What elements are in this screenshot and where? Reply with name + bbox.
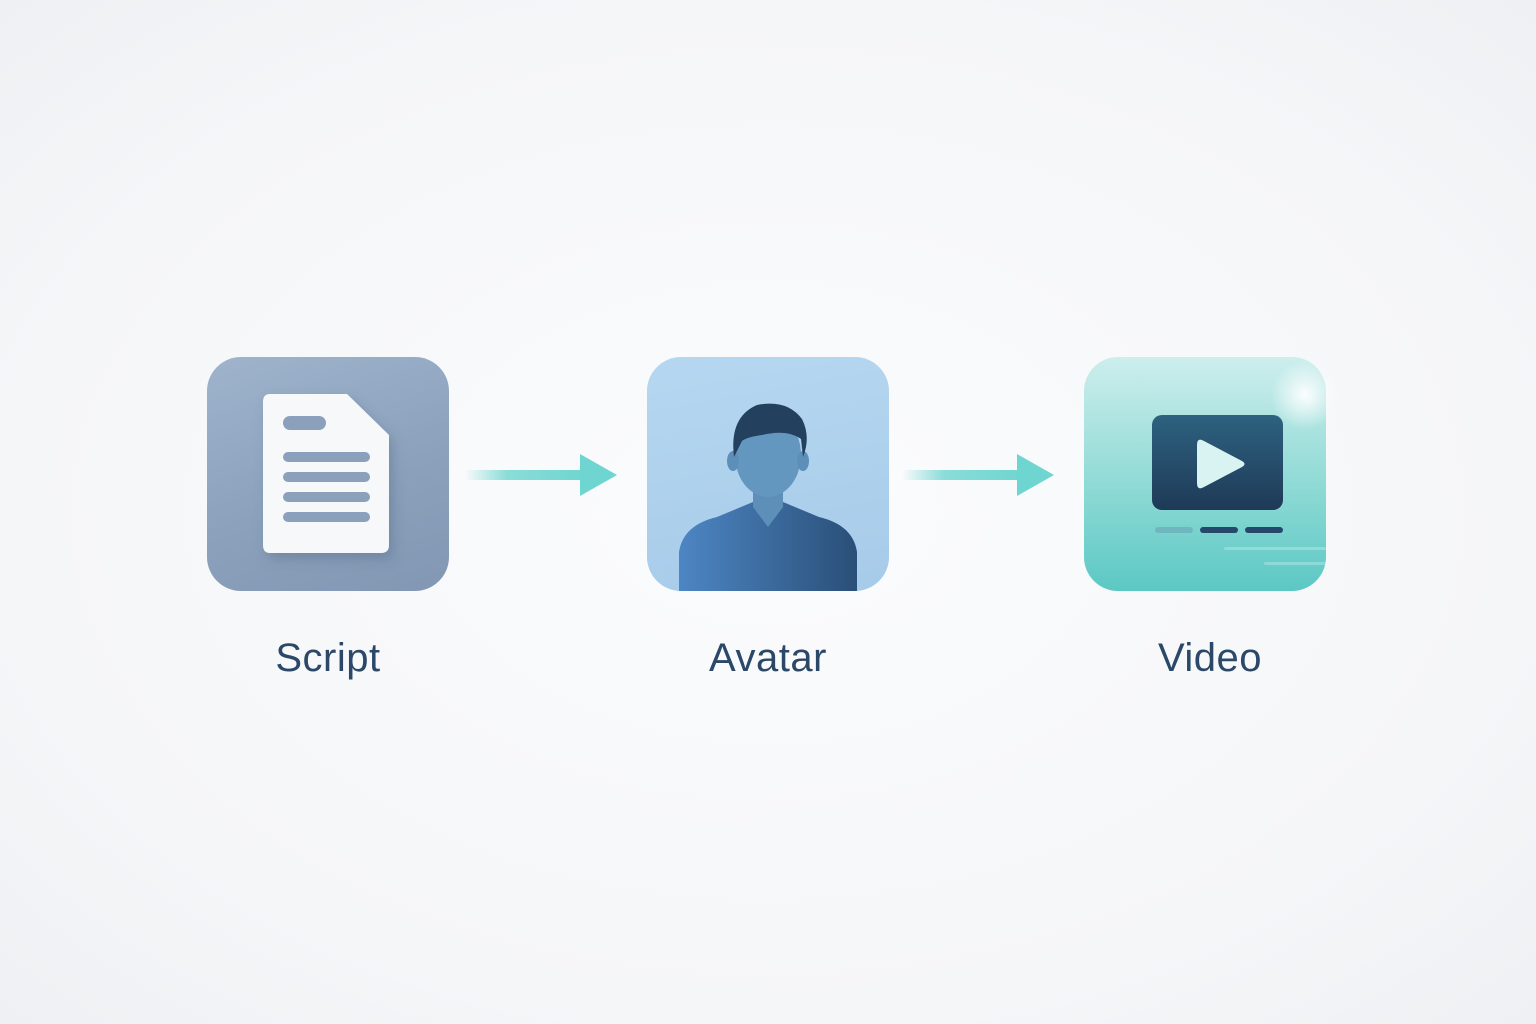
- arrow-right-icon: [902, 454, 1054, 496]
- step-label-script: Script: [275, 636, 381, 680]
- step-label-avatar: Avatar: [709, 636, 827, 680]
- avatar-tile: [647, 357, 889, 591]
- step-label-video: Video: [1157, 636, 1263, 680]
- light-glow: [1270, 360, 1340, 430]
- person-icon: [679, 403, 857, 591]
- arrow-right-icon: [465, 454, 617, 496]
- script-tile: [207, 357, 449, 591]
- video-play-icon: [1152, 415, 1326, 565]
- document-icon: [263, 394, 389, 553]
